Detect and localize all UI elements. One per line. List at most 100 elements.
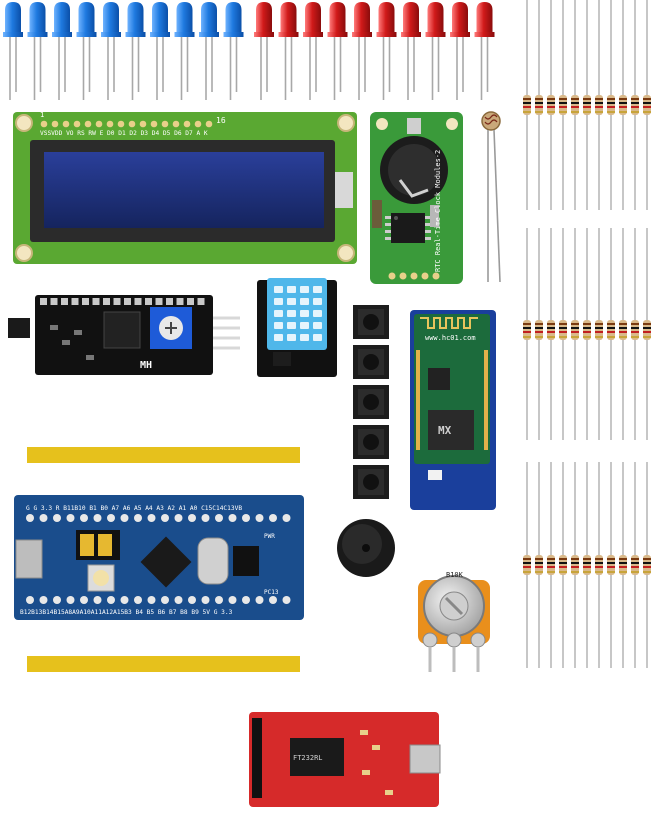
red-led: [254, 2, 274, 100]
lcd-pad: [194, 120, 202, 128]
lcd-pad: [117, 120, 125, 128]
rtc-pad: [410, 272, 418, 280]
rtc-pad: [399, 272, 407, 280]
stm32-pad: [80, 596, 88, 604]
blue-led: [3, 2, 23, 100]
red-led: [376, 2, 397, 100]
blue-led: [76, 2, 97, 100]
stm32-pad: [282, 596, 291, 604]
stm32-pad: [161, 514, 169, 522]
dht-vent: [313, 322, 322, 329]
buzzer: [337, 519, 395, 577]
lcd-pad: [40, 120, 48, 128]
tactile-button: [353, 345, 389, 379]
resistor: [595, 228, 603, 440]
stm32-pad: [120, 514, 129, 522]
stm32-pad: [120, 596, 129, 604]
resistor: [583, 462, 591, 668]
resistor: [523, 462, 531, 668]
stm32-pad: [255, 514, 264, 522]
bt-chip: [428, 410, 474, 450]
resistor: [619, 228, 627, 440]
mount-hole: [337, 244, 355, 262]
dht-vent: [313, 334, 322, 341]
i2c-header-pin: [113, 298, 121, 305]
stm32-blue-pill: G G 3.3 R B11B10 B1 B0 A7 A6 A5 A4 A3 A2…: [14, 495, 318, 620]
crystal-8mhz: [197, 537, 229, 585]
dht-vent: [274, 286, 283, 293]
stm32-pad: [134, 596, 142, 604]
stm32-top-labels: G G 3.3 R B11B10 B1 B0 A7 A6 A5 A4 A3 A2…: [26, 505, 242, 512]
blue-led: [199, 2, 219, 100]
dht-vent: [274, 310, 283, 317]
i2c-lcd-adapter: MH: [8, 295, 240, 375]
stm32-pad: [215, 514, 223, 522]
i2c-header-pin: [145, 298, 152, 305]
stm32-pad: [53, 514, 61, 522]
resistor: [631, 0, 639, 210]
i2c-header-pin: [40, 298, 47, 305]
resistor: [631, 462, 639, 668]
stm32-pc13-label: PC13: [264, 589, 279, 596]
stm32-pad: [255, 596, 264, 604]
dht-vent: [287, 286, 296, 293]
blue-led: [101, 2, 121, 100]
lcd-pad: [84, 120, 92, 128]
dht11-grille: [267, 278, 327, 350]
lcd-pad: [51, 120, 59, 128]
stm32-pad: [228, 596, 237, 604]
i2c-header-pin: [103, 298, 110, 305]
resistor: [643, 0, 651, 210]
lcd-pad: [183, 120, 191, 128]
stm32-pwr-label: PWR: [264, 533, 275, 540]
resistor: [595, 0, 603, 210]
red-led: [401, 2, 421, 100]
lcd-pad: [205, 120, 213, 128]
i2c-header-pin: [166, 298, 173, 305]
i2c-header-pin: [82, 298, 89, 305]
resistor: [547, 0, 555, 210]
red-led: [327, 2, 348, 100]
stm32-pad: [66, 596, 75, 604]
resistor: [607, 462, 615, 668]
resistor: [547, 462, 555, 668]
resistor: [523, 0, 531, 210]
mount-hole: [15, 114, 33, 132]
resistor: [547, 228, 555, 440]
photoresistor: [481, 111, 501, 283]
stm32-pad: [93, 514, 102, 522]
resistor: [583, 228, 591, 440]
lcd-corner-left: 1: [40, 111, 44, 119]
i2c-header-pin: [134, 298, 142, 305]
stm32-pad: [147, 596, 156, 604]
i2c-header-pin: [176, 298, 184, 305]
stm32-pad: [201, 514, 210, 522]
lcd-1602-module: 1 16 VSSVDD VO RS RW E D0 D1 D2 D3 D4 D5…: [13, 111, 357, 264]
resistor: [535, 462, 543, 668]
lcd-pin-labels: VSSVDD VO RS RW E D0 D1 D2 D3 D4 D5 D6 D…: [40, 130, 208, 137]
dht-vent: [274, 298, 283, 305]
rtc-pad: [388, 272, 396, 280]
dht-vent: [287, 334, 296, 341]
stm32-pad: [174, 514, 183, 522]
lcd-pad: [95, 120, 103, 128]
stm32-pad: [134, 514, 142, 522]
stm32-pad: [269, 514, 277, 522]
mount-hole: [15, 244, 33, 262]
ftdi-chip-label: FT232RL: [293, 754, 323, 762]
potentiometer-b10k: B10K: [418, 571, 490, 672]
blue-led: [52, 2, 72, 100]
tactile-buttons: [353, 305, 389, 499]
stm32-pad: [201, 596, 210, 604]
stm32-pad: [161, 596, 169, 604]
lcd-pad: [172, 120, 180, 128]
pin-header-strip: [27, 640, 300, 698]
stm32-mcu: [140, 536, 192, 588]
resistor: [595, 462, 603, 668]
i2c-header-pin: [155, 298, 163, 305]
lcd-screen: [44, 152, 324, 228]
ftdi-chip: [290, 738, 344, 776]
micro-usb-port: [15, 539, 43, 579]
red-led: [278, 2, 299, 100]
